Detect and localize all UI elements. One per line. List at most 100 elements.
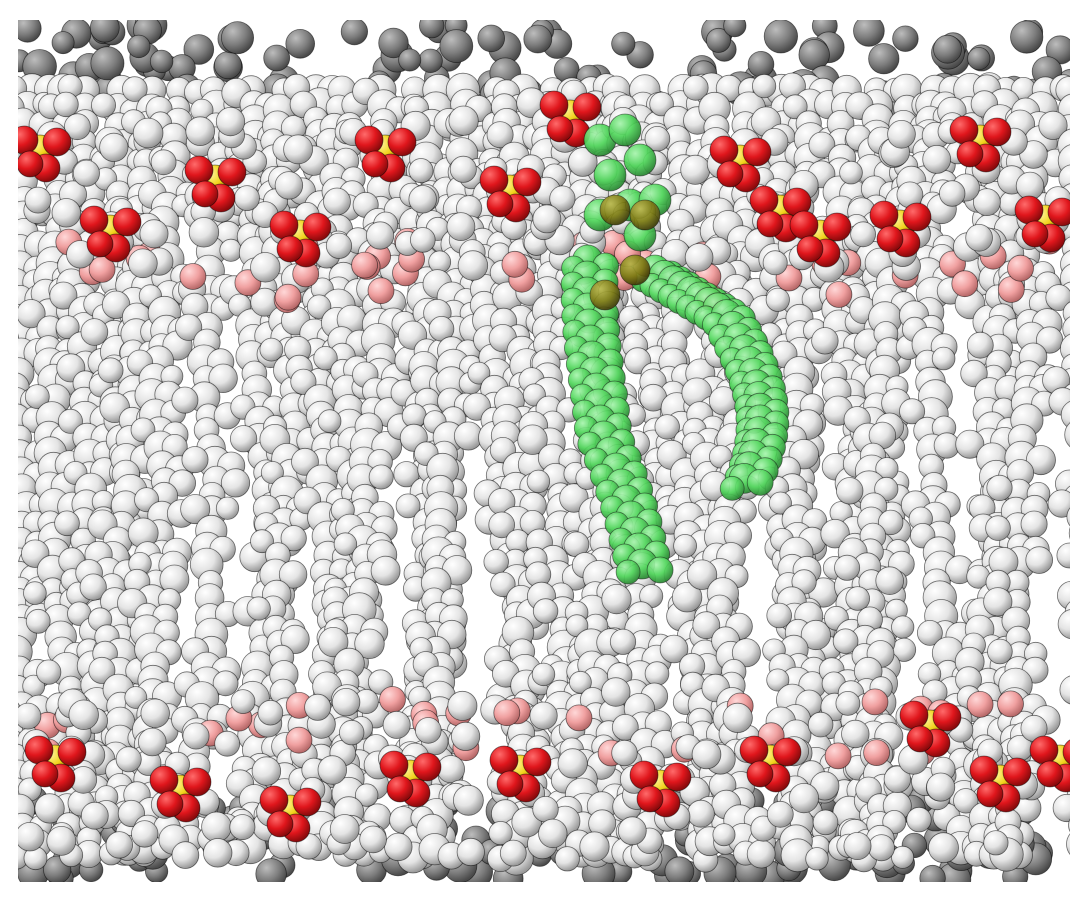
hydrogen-atom: [208, 363, 238, 394]
hydrogen-atom: [722, 702, 753, 734]
hydrogen-atom: [68, 699, 99, 731]
hydrogen-atom: [768, 491, 792, 515]
hydrogen-atom: [51, 198, 82, 228]
hydrogen-atom: [557, 748, 588, 779]
hydrogen-atom: [883, 765, 912, 794]
ester-oxygen-atom: [1007, 254, 1034, 282]
hydrogen-atom: [333, 532, 358, 556]
gray-atom: [747, 51, 775, 78]
oxygen-atom: [739, 735, 769, 765]
hydrogen-atom: [1059, 675, 1070, 705]
hydrogen-atom: [171, 841, 200, 869]
ester-oxygen-atom: [351, 251, 379, 279]
hydrogen-atom: [278, 560, 308, 589]
hydrogen-atom: [0, 644, 8, 667]
gray-atom: [398, 48, 422, 72]
hydrogen-atom: [985, 515, 1011, 541]
hydrogen-atom: [80, 801, 109, 830]
hydrogen-atom: [214, 730, 241, 757]
ester-oxygen-atom: [997, 690, 1024, 718]
hydrogen-atom: [72, 159, 100, 187]
gray-atom: [183, 34, 215, 65]
hydrogen-atom: [257, 699, 284, 726]
hydrogen-atom: [23, 581, 47, 605]
hydrogen-atom: [450, 721, 481, 752]
oxygen-atom: [184, 155, 214, 185]
hydrogen-atom: [712, 823, 736, 847]
oxygen-atom: [489, 745, 519, 775]
hydrogen-atom: [1080, 678, 1087, 703]
lipid-atom: [615, 559, 641, 585]
hydrogen-atom: [408, 158, 434, 184]
hydrogen-atom: [409, 227, 436, 253]
hydrogen-atom: [832, 628, 859, 654]
gray-atom: [90, 46, 125, 81]
hydrogen-atom: [64, 113, 91, 141]
hydrogen-atom: [1076, 709, 1087, 739]
hydrogen-atom: [906, 806, 932, 833]
oxygen-atom: [662, 762, 692, 792]
oxygen-atom: [876, 225, 904, 253]
hydrogen-atom: [88, 656, 116, 684]
gray-atom: [340, 20, 368, 46]
hydrogen-atom: [617, 816, 647, 846]
hydrogen-atom: [939, 180, 966, 207]
hydrogen-atom: [746, 839, 776, 869]
gray-atom: [89, 20, 120, 43]
hydrogen-atom: [448, 105, 479, 136]
hydrogen-atom: [686, 559, 718, 590]
oxygen-atom: [18, 150, 44, 178]
hydrogen-atom: [835, 691, 861, 716]
gray-atom: [523, 24, 553, 54]
oxygen-atom: [18, 125, 39, 155]
hydrogen-atom: [1060, 400, 1070, 429]
hydrogen-atom: [567, 147, 598, 177]
hydrogen-atom: [105, 831, 134, 859]
lipid-phosphate-atom: [599, 194, 631, 226]
oxygen-atom: [512, 167, 542, 197]
ester-oxygen-atom: [379, 686, 406, 713]
oxygen-atom: [86, 230, 114, 258]
hydrogen-atom: [354, 628, 385, 660]
oxygen-atom: [539, 90, 569, 120]
hydrogen-atom: [1076, 730, 1087, 757]
hydrogen-atom: [201, 811, 232, 843]
oxygen-atom: [191, 180, 219, 208]
hydrogen-atom: [966, 331, 994, 359]
hydrogen-atom: [91, 92, 117, 118]
ester-oxygen-atom: [274, 283, 302, 311]
hydrogen-atom: [140, 698, 170, 729]
hydrogen-atom: [0, 621, 16, 648]
hydrogen-atom: [215, 496, 240, 520]
hydrogen-atom: [1057, 609, 1070, 640]
hydrogen-atom: [891, 615, 915, 639]
gray-atom: [149, 49, 174, 74]
hydrogen-atom: [0, 591, 17, 620]
hydrogen-atom: [609, 628, 637, 655]
gray-atom: [706, 27, 732, 53]
hydrogen-atom: [317, 409, 342, 433]
oxygen-atom: [796, 235, 824, 263]
hydrogen-atom: [490, 571, 516, 598]
oxygen-atom: [79, 205, 109, 235]
gray-atom: [255, 858, 287, 882]
lipid-atom: [623, 143, 657, 177]
hydrogen-atom: [251, 756, 282, 786]
oxygen-atom: [969, 755, 999, 785]
hydrogen-atom: [1074, 366, 1087, 394]
hydrogen-atom: [1081, 321, 1087, 344]
oxygen-atom: [292, 787, 322, 817]
hydrogen-atom: [1019, 140, 1048, 169]
hydrogen-atom: [1045, 284, 1070, 311]
lipid-atom: [719, 475, 745, 501]
gray-atom: [611, 31, 636, 56]
oxygen-atom: [379, 750, 409, 780]
hydrogen-atom: [230, 689, 256, 714]
hydrogen-atom: [953, 788, 979, 814]
hydrogen-atom: [0, 425, 12, 449]
hydrogen-atom: [382, 710, 411, 739]
hydrogen-atom: [274, 171, 304, 200]
hydrogen-atom: [1047, 489, 1070, 518]
hydrogen-atom: [138, 727, 167, 757]
gray-atom: [723, 20, 747, 38]
